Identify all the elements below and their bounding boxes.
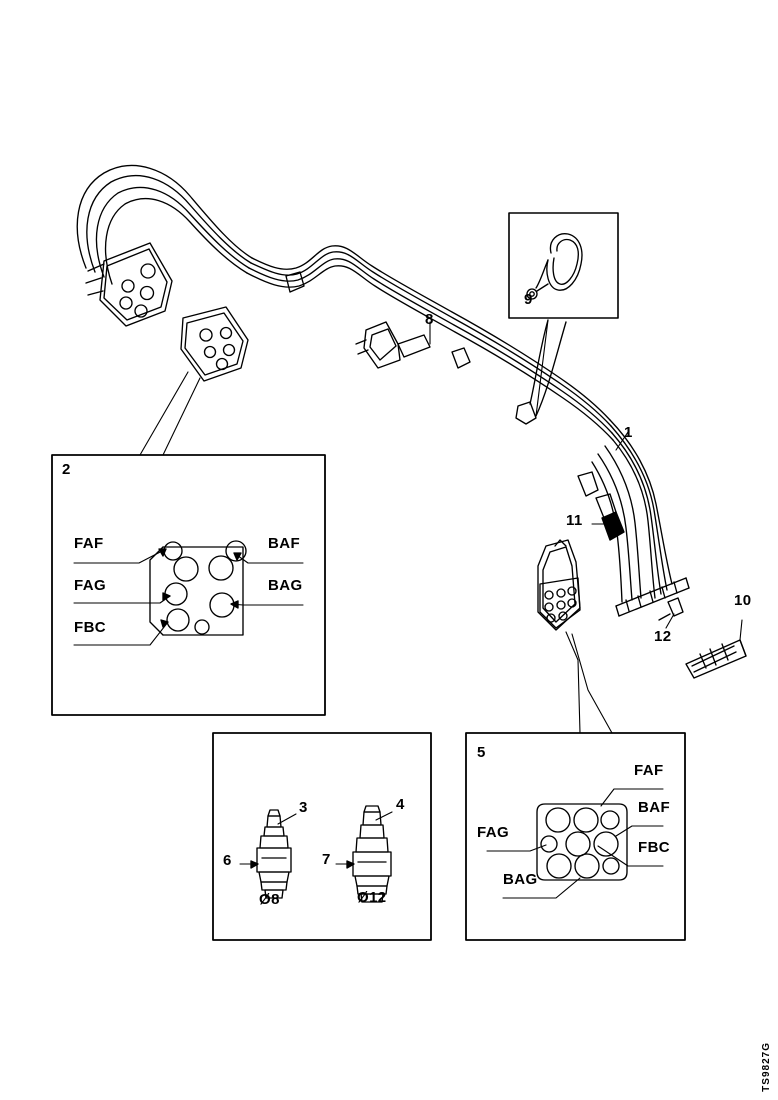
callout-clamp-inset: 9	[524, 291, 533, 308]
connector-pad-b	[180, 306, 249, 382]
harness-loop	[76, 164, 253, 285]
panel-number-2: 2	[62, 461, 71, 478]
callout-screw: 10	[734, 592, 752, 609]
leader-lines-main	[139, 319, 743, 734]
panel-plugs	[212, 732, 432, 941]
harness-trunk	[246, 245, 614, 441]
panel-number-5: 5	[477, 744, 486, 761]
panel-connector-left	[51, 454, 326, 716]
plug-large	[352, 805, 392, 903]
connector-block-5	[537, 539, 581, 631]
panel2-label-bag: BAG	[268, 577, 303, 594]
grommet-11	[601, 511, 625, 541]
harness-tail	[591, 419, 690, 617]
panel2-label-fag: FAG	[74, 577, 107, 594]
panel5-label-bag: BAG	[503, 871, 538, 888]
panel-clamp-inset	[508, 212, 619, 319]
connector-pad-a	[85, 242, 173, 327]
panel2-label-faf: FAF	[74, 535, 104, 552]
pin-terminal-12	[658, 597, 684, 621]
callout-plug-small-ref: 6	[223, 852, 232, 869]
harness-branch-node	[515, 319, 567, 425]
callout-harness-main: 1	[624, 424, 633, 441]
plug-small-size: Ø8	[259, 891, 280, 908]
plug-large-size: Ø12	[357, 889, 387, 906]
panel2-label-baf: BAF	[268, 535, 301, 552]
plug-small	[256, 809, 292, 899]
panel5-label-baf: BAF	[638, 799, 671, 816]
callout-grommet: 11	[566, 512, 583, 529]
panel5-label-faf: FAF	[634, 762, 664, 779]
panel5-label-fbc: FBC	[638, 839, 671, 856]
panel2-label-fbc: FBC	[74, 619, 107, 636]
harness-clip-8	[355, 321, 431, 369]
callout-pin-terminal: 12	[654, 628, 672, 645]
callout-plug-small: 3	[299, 799, 308, 816]
callout-clip-main: 8	[425, 311, 434, 328]
panel5-label-fag: FAG	[477, 824, 510, 841]
panel-connector-grid	[465, 732, 686, 941]
callout-plug-large: 4	[396, 796, 405, 813]
screw-10	[685, 639, 747, 679]
harness-inline-clamps	[285, 271, 617, 519]
callout-plug-large-ref: 7	[322, 851, 331, 868]
drawing-code: TS9827G	[761, 1042, 772, 1092]
